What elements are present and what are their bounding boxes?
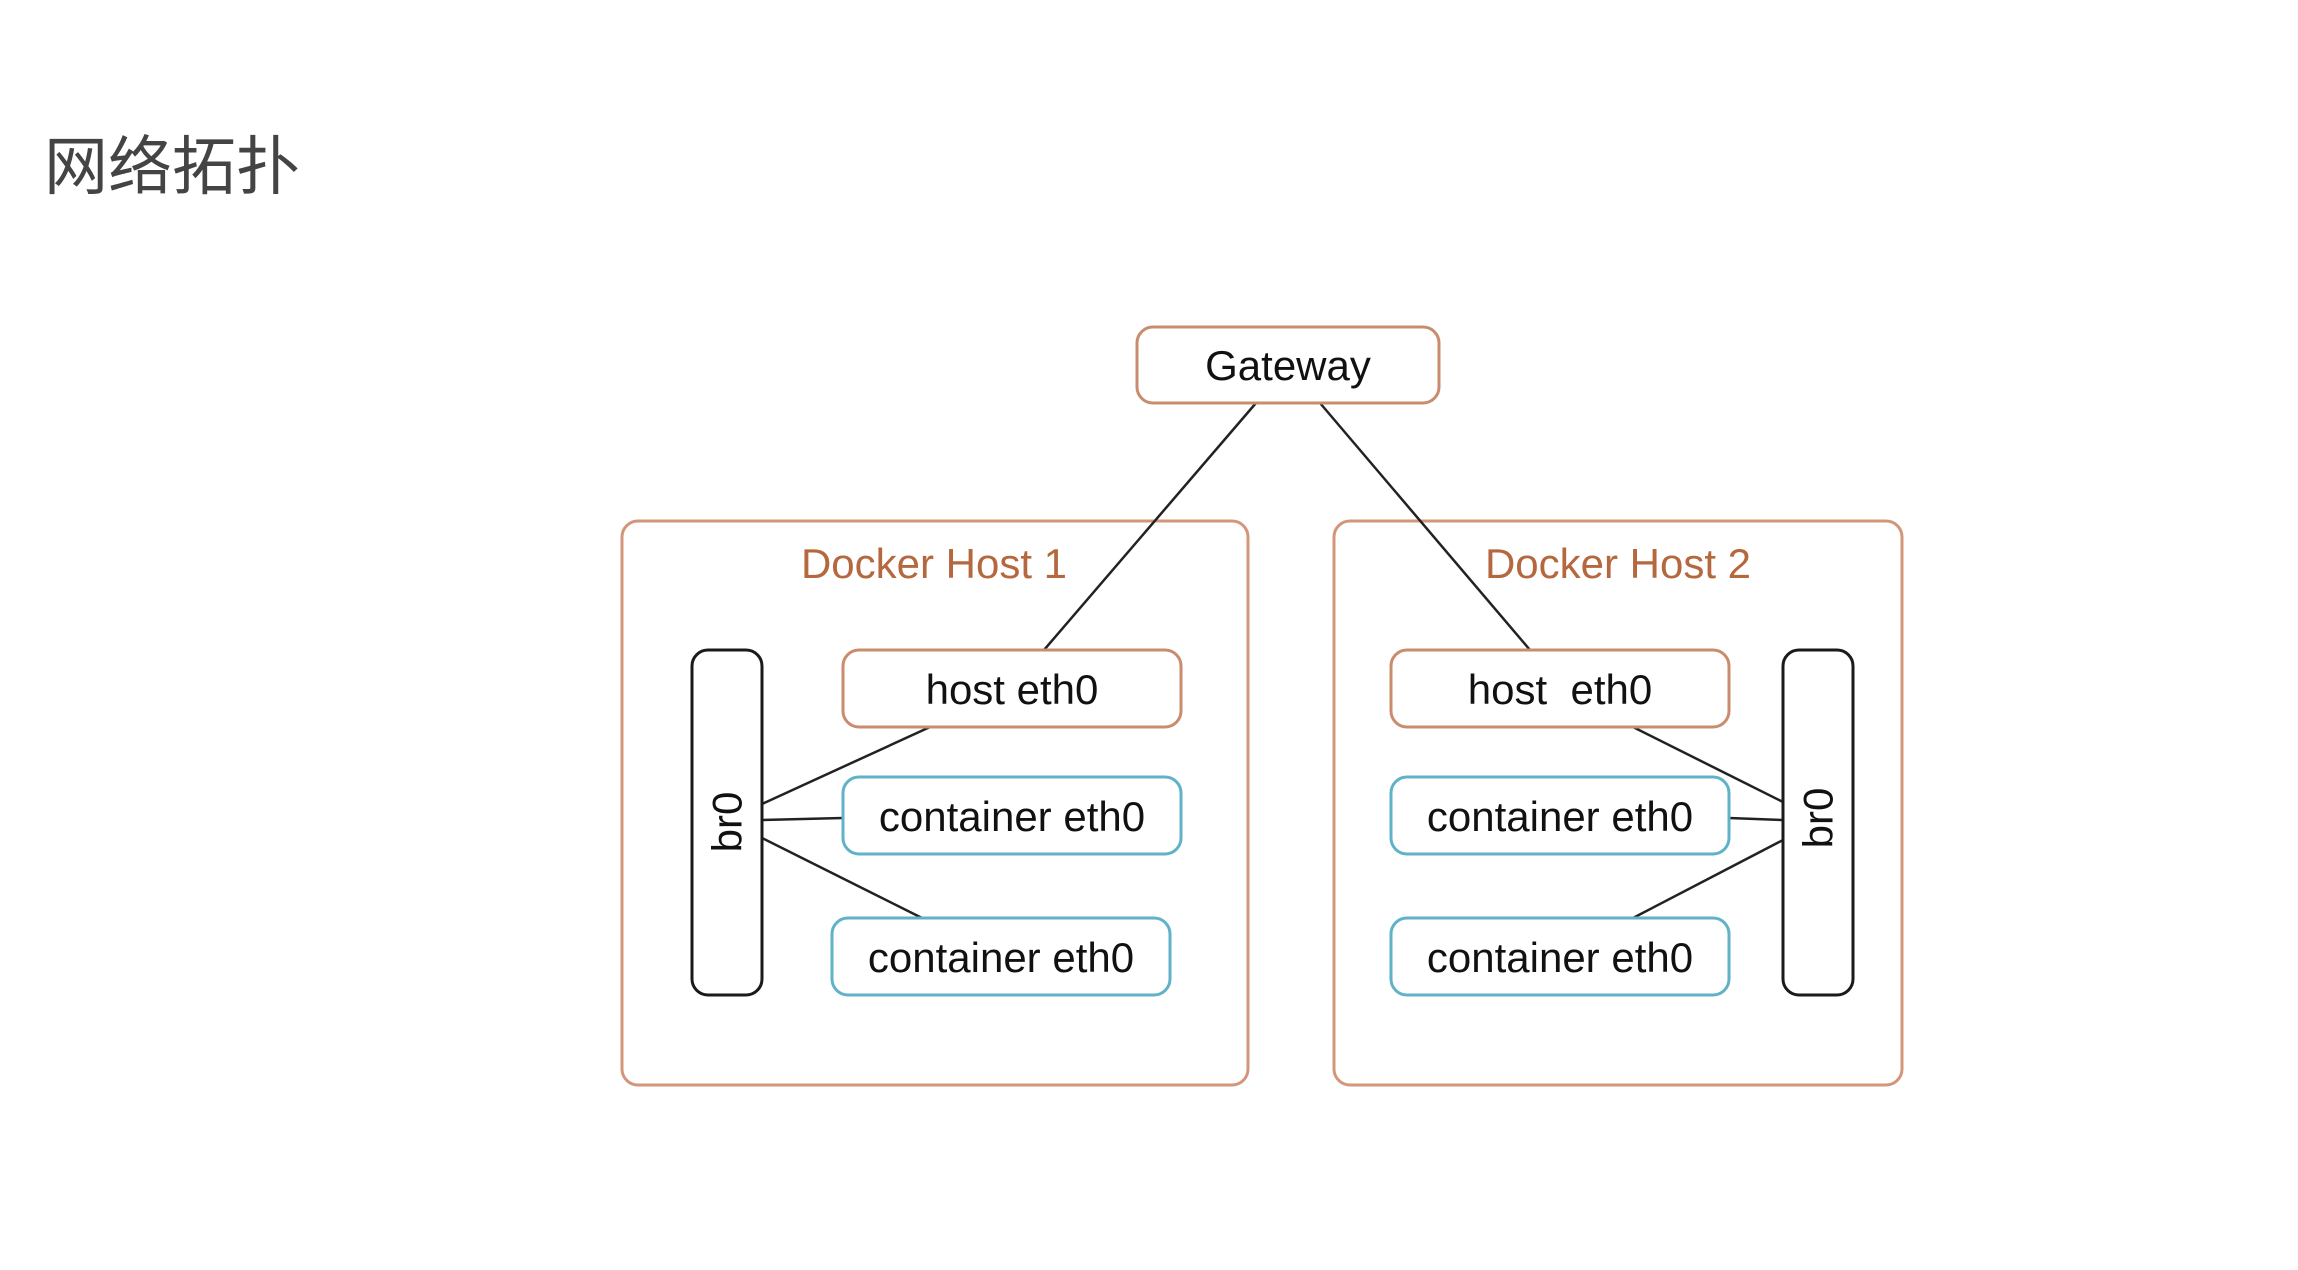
host2-container-eth0-label-2: container eth0: [1427, 934, 1693, 981]
link-host1-br0-container-eth0-1: [761, 816, 844, 822]
host2-host-eth0-node: [1389, 648, 1731, 729]
host2-container-eth0-node-2: [1389, 916, 1731, 997]
host1-container-eth0-node-2: [830, 916, 1172, 997]
host2-container-eth0-label-1: container eth0: [1427, 793, 1693, 840]
link-gateway-host2-eth0: [1319, 402, 1531, 651]
link-host2-br0-host-eth0: [1632, 725, 1784, 804]
host2-host-eth0-label: host eth0: [1468, 666, 1652, 713]
host1-container-eth0-label-2: container eth0: [868, 934, 1134, 981]
host1-host-eth0-label: host eth0: [926, 666, 1099, 713]
link-host1-br0-container-eth0-2: [761, 836, 923, 920]
link-host2-br0-container-eth0-2: [1632, 838, 1784, 920]
host1-container-eth0-node-1: [841, 775, 1183, 856]
host1-br0-label: br0: [704, 792, 751, 853]
link-gateway-host1-eth0: [1043, 402, 1257, 651]
docker-host-2-title: Docker Host 2: [1485, 540, 1751, 587]
host1-container-eth0-label-1: container eth0: [879, 793, 1145, 840]
gateway-node: [1135, 325, 1441, 405]
page-title: 网络拓扑: [44, 131, 300, 205]
host2-br0-label: br0: [1795, 788, 1842, 849]
gateway-label: Gateway: [1205, 342, 1371, 389]
host2-br0-bridge: [1781, 648, 1855, 997]
link-host1-br0-host-eth0: [761, 725, 931, 806]
docker-host-1-title: Docker Host 1: [801, 540, 1067, 587]
host1-br0-bridge: [690, 648, 764, 997]
link-host2-br0-container-eth0-1: [1728, 816, 1784, 822]
host2-container-eth0-node-1: [1389, 775, 1731, 856]
host1-host-eth0-node: [841, 648, 1183, 729]
